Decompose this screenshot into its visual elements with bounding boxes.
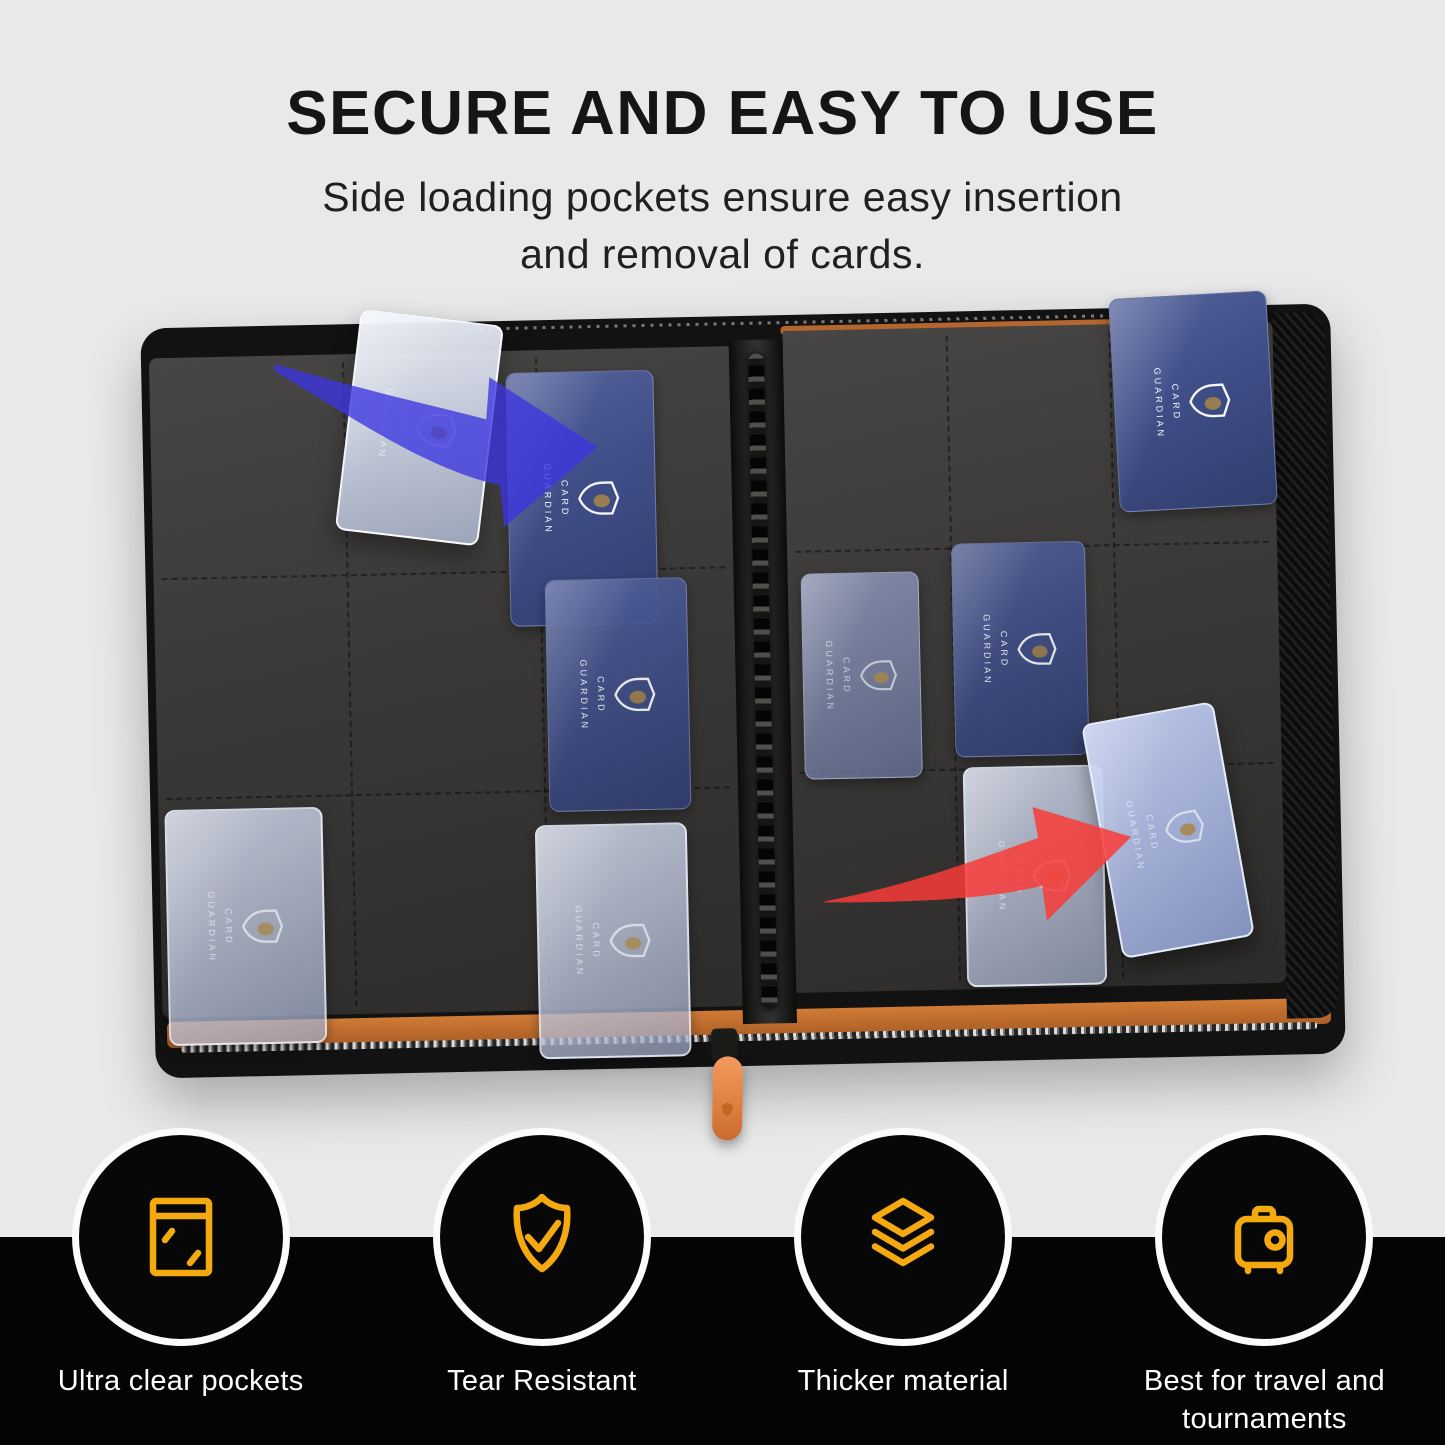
pocket-card: CARD GUARDIAN bbox=[544, 577, 692, 813]
card-guardian-logo: CARD GUARDIAN bbox=[542, 462, 621, 535]
brand-word-guardian: GUARDIAN bbox=[823, 640, 836, 713]
shield-logo-icon bbox=[242, 909, 284, 943]
pocket-card: CARD GUARDIAN bbox=[505, 369, 659, 627]
pocket-card: CARD GUARDIAN bbox=[1108, 290, 1278, 513]
feature-item-thicker-material: Thicker material bbox=[723, 1128, 1084, 1438]
card-guardian-logo: CARD GUARDIAN bbox=[1152, 364, 1234, 440]
feature-item-pockets: Ultra clear pockets bbox=[0, 1128, 361, 1438]
feature-item-travel: Best for travel and tournaments bbox=[1084, 1128, 1445, 1438]
subtitle: Side loading pockets ensure easy inserti… bbox=[0, 169, 1445, 282]
brand-word-card: CARD bbox=[841, 656, 853, 695]
layers-icon bbox=[871, 1197, 935, 1267]
brand-word-guardian: GUARDIAN bbox=[578, 659, 590, 732]
shield-logo-icon bbox=[1189, 383, 1231, 417]
insert-arrow bbox=[275, 363, 598, 527]
brand-word-card: CARD bbox=[590, 922, 602, 960]
remove-arrow bbox=[824, 806, 1132, 921]
subtitle-line-1: Side loading pockets ensure easy inserti… bbox=[322, 174, 1123, 220]
brand-word-guardian: GUARDIAN bbox=[573, 905, 585, 978]
shield-logo-icon bbox=[859, 659, 898, 691]
feature-circle bbox=[432, 1128, 651, 1346]
pocket-card: CARD GUARDIAN bbox=[534, 822, 692, 1060]
subtitle-line-2: and removal of cards. bbox=[520, 230, 925, 277]
shield-logo-icon bbox=[609, 923, 651, 957]
brand-word-guardian: GUARDIAN bbox=[206, 891, 218, 964]
brand-word-card: CARD bbox=[1144, 813, 1161, 853]
brand-word-guardian: GUARDIAN bbox=[981, 614, 993, 686]
brand-word-card: CARD bbox=[998, 630, 1010, 669]
card-guardian-logo: CARD GUARDIAN bbox=[824, 639, 899, 712]
feature-circle bbox=[794, 1128, 1013, 1346]
feature-label: Thicker material bbox=[797, 1365, 1009, 1397]
feature-label: Ultra clear pockets bbox=[57, 1365, 304, 1397]
header: SECURE AND EASY TO USE Side loading pock… bbox=[0, 78, 1445, 282]
feature-label: Tear Resistant bbox=[447, 1365, 637, 1397]
feature-list: Ultra clear pockets Tear Resistant Thick… bbox=[0, 1128, 1445, 1438]
pocket-icon bbox=[149, 1197, 212, 1277]
brand-word-card: CARD bbox=[223, 907, 235, 946]
shield-check-icon bbox=[513, 1193, 571, 1273]
feature-circle bbox=[71, 1128, 290, 1346]
brand-word-card: CARD bbox=[595, 676, 607, 714]
suitcase-icon bbox=[1235, 1205, 1294, 1275]
feature-circle bbox=[1155, 1128, 1374, 1346]
feature-label: Best for travel and tournaments bbox=[1143, 1365, 1385, 1435]
card-guardian-logo: CARD GUARDIAN bbox=[1124, 788, 1211, 872]
shield-logo-icon bbox=[614, 677, 656, 711]
brand-word-card: CARD bbox=[1170, 383, 1183, 422]
card-being-removed: CARD GUARDIAN bbox=[1080, 701, 1256, 960]
card-guardian-logo: CARD GUARDIAN bbox=[206, 890, 285, 963]
feature-item-tear-resistant: Tear Resistant bbox=[361, 1128, 722, 1438]
card-binder: CARD GUARDIAN CARD GUARDIAN CARD bbox=[140, 290, 1346, 1141]
shield-logo-icon bbox=[1017, 632, 1057, 665]
page-title: SECURE AND EASY TO USE bbox=[286, 79, 1159, 148]
shield-logo-icon bbox=[578, 481, 620, 515]
card-guardian-logo: CARD GUARDIAN bbox=[573, 904, 652, 977]
brand-word-guardian: GUARDIAN bbox=[1152, 367, 1167, 440]
pocket-card: CARD GUARDIAN bbox=[800, 571, 923, 780]
card-guardian-logo: CARD GUARDIAN bbox=[981, 613, 1058, 686]
card-guardian-logo: CARD GUARDIAN bbox=[578, 658, 657, 731]
shield-logo-icon bbox=[1165, 809, 1204, 843]
pocket-card: CARD GUARDIAN bbox=[950, 540, 1090, 758]
pocket-card: CARD GUARDIAN bbox=[164, 806, 328, 1047]
spine-stitching bbox=[747, 353, 778, 1010]
